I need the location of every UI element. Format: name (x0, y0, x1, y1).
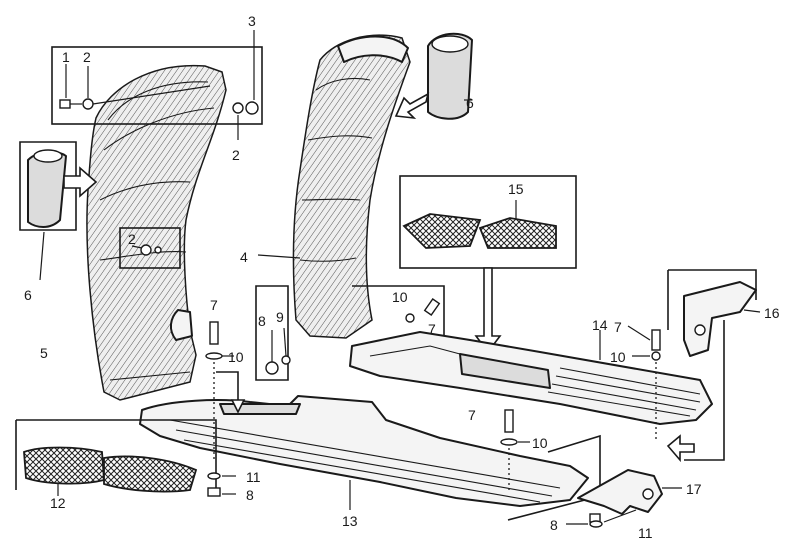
washer-2 (82, 98, 94, 110)
callout-5: 5 (40, 345, 48, 361)
callout-10-middle: 10 (532, 435, 548, 451)
callout-8-bottom-right: 8 (550, 517, 558, 533)
callout-7-right: 7 (614, 319, 622, 335)
callout-10-right: 10 (610, 349, 626, 365)
callout-2-detail: 2 (128, 231, 136, 247)
callout-15: 15 (508, 181, 524, 197)
callout-7-left: 7 (210, 297, 218, 313)
inset-box-6-left (19, 141, 98, 281)
callout-10-center: 10 (392, 289, 408, 305)
fastener-bottom-left (205, 321, 236, 497)
screw-1 (59, 99, 71, 109)
nut-8 (265, 361, 279, 375)
callout-13: 13 (342, 513, 358, 529)
callout-2-top-left: 2 (83, 49, 91, 65)
fastener-bottom-middle (500, 409, 601, 521)
part-17-bracket (566, 469, 682, 528)
grille-box-12 (15, 371, 246, 496)
callout-14: 14 (592, 317, 608, 333)
callout-11-left: 11 (246, 469, 261, 485)
callout-labels: 1 2 3 2 2 4 5 6 6 7 7 7 7 8 8 8 9 10 10 … (24, 13, 780, 541)
part-4-center-shield (257, 34, 411, 339)
callout-10-left: 10 (228, 349, 244, 365)
nut-3 (245, 101, 259, 115)
callout-8-bottom-left: 8 (246, 487, 254, 503)
part-14-step-board (349, 330, 713, 425)
fastener-box-center (255, 285, 445, 381)
part-5-left-shield (86, 64, 227, 401)
callout-7-middle: 7 (468, 407, 476, 423)
callout-6-right: 6 (466, 95, 474, 111)
callout-11-right: 11 (638, 525, 653, 541)
callout-7-center: 7 (428, 321, 436, 337)
callout-16: 16 (764, 305, 780, 321)
callout-2-under-box: 2 (232, 147, 240, 163)
callout-9: 9 (276, 309, 284, 325)
callout-4: 4 (240, 249, 248, 265)
part-13-floor-board (139, 395, 589, 510)
fastener-right (627, 325, 661, 440)
callout-8-center: 8 (258, 313, 266, 329)
washer-9 (281, 355, 291, 365)
callout-17: 17 (686, 481, 702, 497)
inset-6-top-right (394, 32, 473, 120)
callout-1: 1 (62, 49, 70, 65)
part-16-bracket (666, 269, 761, 463)
bolt-7-left (209, 321, 219, 345)
bolt-7-middle (504, 409, 514, 433)
washer-2b (232, 102, 244, 114)
detail-box-2 (119, 227, 181, 269)
callout-12: 12 (50, 495, 66, 511)
grille-box-15 (399, 175, 577, 354)
callout-6-left: 6 (24, 287, 32, 303)
callout-3: 3 (248, 13, 256, 29)
fastener-box-top-left (51, 30, 263, 140)
bolt-7-right (651, 329, 661, 351)
